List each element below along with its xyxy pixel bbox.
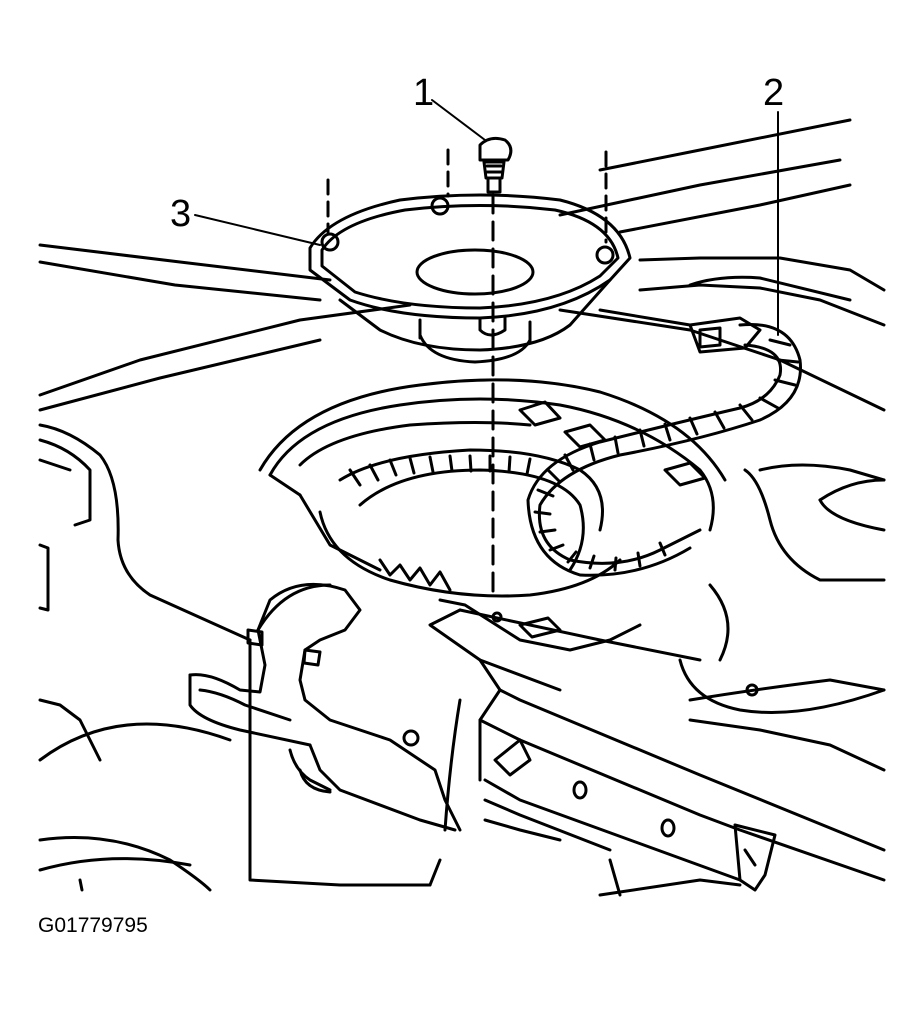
callout-label-2: 2 (763, 72, 785, 114)
callout-label-1: 1 (413, 72, 435, 114)
speaker-bracket (188, 582, 462, 832)
leader-lines (194, 99, 779, 336)
wiring-harness (526, 308, 802, 577)
speaker-well (258, 378, 727, 598)
speaker-assembly (308, 193, 632, 364)
screw-fastener (478, 136, 513, 194)
figure-id-label: G01779795 (38, 914, 148, 937)
guide-lines (326, 148, 608, 602)
cross-member-beam (248, 598, 886, 897)
package-shelf-panel (38, 118, 886, 892)
callout-label-3: 3 (170, 193, 192, 235)
